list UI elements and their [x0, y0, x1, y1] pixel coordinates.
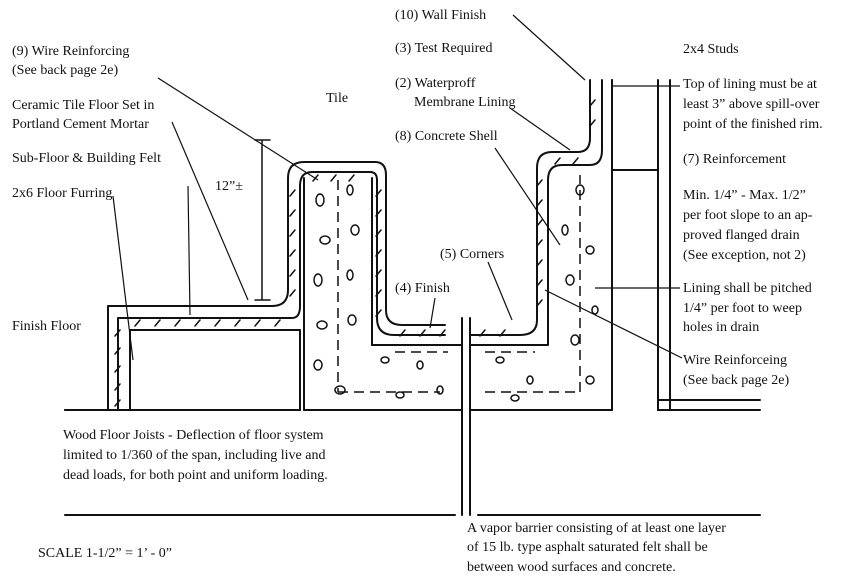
- wall-finish-label: (10) Wall Finish: [395, 8, 487, 23]
- ceramic-tile-label: Ceramic Tile Floor Set in: [12, 98, 155, 113]
- finish-label: (4) Finish: [395, 281, 450, 296]
- furring-box: [129, 329, 301, 411]
- slope-line2: per foot slope to an ap-: [683, 208, 813, 223]
- pitch-line2: 1/4” per foot to weep: [683, 301, 802, 316]
- wire-reinforcing-right-label: Wire Reinforceing: [683, 353, 788, 368]
- finish-floor-label: Finish Floor: [12, 319, 81, 334]
- vapor-line2: of 15 lb. type asphalt saturated felt sh…: [467, 540, 708, 555]
- waterproof-label: (2) Waterproff: [395, 76, 476, 91]
- test-required-label: (3) Test Required: [395, 41, 493, 56]
- scale-label: SCALE 1-1/2” = 1’ - 0”: [38, 546, 172, 561]
- membrane-lining-label: Membrane Lining: [414, 95, 516, 110]
- concrete-aggregate: [313, 184, 599, 402]
- lining-height-line2: least 3” above spill-over: [683, 97, 820, 112]
- mortar-label: Portland Cement Mortar: [12, 117, 149, 132]
- joists-line3: dead loads, for both point and uniform l…: [63, 468, 328, 483]
- vapor-line3: between wood surfaces and concrete.: [467, 560, 676, 575]
- vapor-line1: A vapor barrier consisting of at least o…: [467, 521, 726, 536]
- joists-line2: limited to 1/360 of the span, including …: [63, 448, 326, 463]
- slope-line4: (See exception, not 2): [683, 248, 806, 263]
- studs-label: 2x4 Studs: [683, 42, 739, 57]
- lining-height-line3: point of the finished rim.: [683, 117, 823, 132]
- slope-line3: proved flanged drain: [683, 228, 800, 243]
- furring-label: 2x6 Floor Furring: [12, 186, 113, 201]
- drain-pipe: [461, 317, 471, 516]
- pitch-line1: Lining shall be pitched: [683, 281, 812, 296]
- hatch-marks: [114, 99, 596, 407]
- reinforcement-label: (7) Reinforcement: [683, 152, 787, 167]
- wire-reinforcing: [337, 175, 581, 393]
- wire-reinforcing-label: (9) Wire Reinforcing: [12, 44, 130, 59]
- bottom-slab: [303, 344, 463, 411]
- floor-outline: [64, 161, 446, 411]
- tile-label: Tile: [326, 91, 349, 106]
- joists-line1: Wood Floor Joists - Deflection of floor …: [63, 428, 324, 443]
- subfloor-label: Sub-Floor & Building Felt: [12, 151, 161, 166]
- leader-lines: [112, 14, 683, 361]
- pitch-line3: holes in drain: [683, 320, 760, 335]
- stud-wall: [611, 79, 671, 411]
- slope-line1: Min. 1/4” - Max. 1/2”: [683, 188, 806, 203]
- right-floor: [657, 399, 761, 411]
- lining-height-line1: Top of lining must be at: [683, 77, 817, 92]
- lining-inner-left: [117, 171, 446, 411]
- height-dimension-label: 12”±: [215, 179, 243, 194]
- corners-label: (5) Corners: [440, 247, 505, 262]
- ground-line-left: [64, 409, 456, 516]
- concrete-pier: [303, 177, 373, 411]
- height-dimension: [254, 139, 271, 301]
- wire-reinforcing-ref: (See back page 2e): [12, 63, 119, 78]
- stud-box: [611, 169, 659, 411]
- concrete-shell-label: (8) Concrete Shell: [395, 129, 498, 144]
- lining-outer-right: [469, 79, 591, 336]
- wire-reinforcing-right-ref: (See back page 2e): [683, 373, 790, 388]
